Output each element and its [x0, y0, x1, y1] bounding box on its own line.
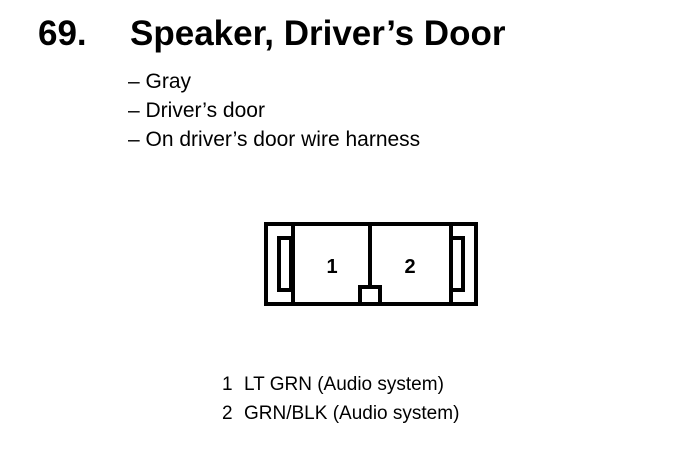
pin-row: 1 LT GRN (Audio system)	[222, 370, 459, 399]
detail-location: – Driver’s door	[128, 99, 265, 122]
pin-number: 2	[222, 403, 233, 424]
cavity-label-1: 1	[326, 256, 337, 278]
connector-details: – Gray – Driver’s door – On driver’s doo…	[128, 67, 420, 154]
connector-latch-left	[277, 236, 293, 292]
cavity-label-2: 2	[404, 256, 415, 278]
detail-color: – Gray	[128, 70, 192, 93]
pin-number: 1	[222, 374, 233, 395]
pin-description: LT GRN (Audio system)	[244, 374, 444, 395]
connector-diagram: 1 2	[264, 222, 478, 306]
pin-row: 2 GRN/BLK (Audio system)	[222, 399, 459, 428]
detail-harness: – On driver’s door wire harness	[128, 128, 421, 151]
item-number: 69.	[38, 14, 87, 53]
page-title: Speaker, Driver’s Door	[130, 14, 506, 53]
pin-list: 1 LT GRN (Audio system) 2 GRN/BLK (Audio s…	[222, 370, 459, 428]
pin-description: GRN/BLK (Audio system)	[244, 403, 460, 424]
page-heading: 69. Speaker, Driver’s Door	[38, 12, 505, 56]
